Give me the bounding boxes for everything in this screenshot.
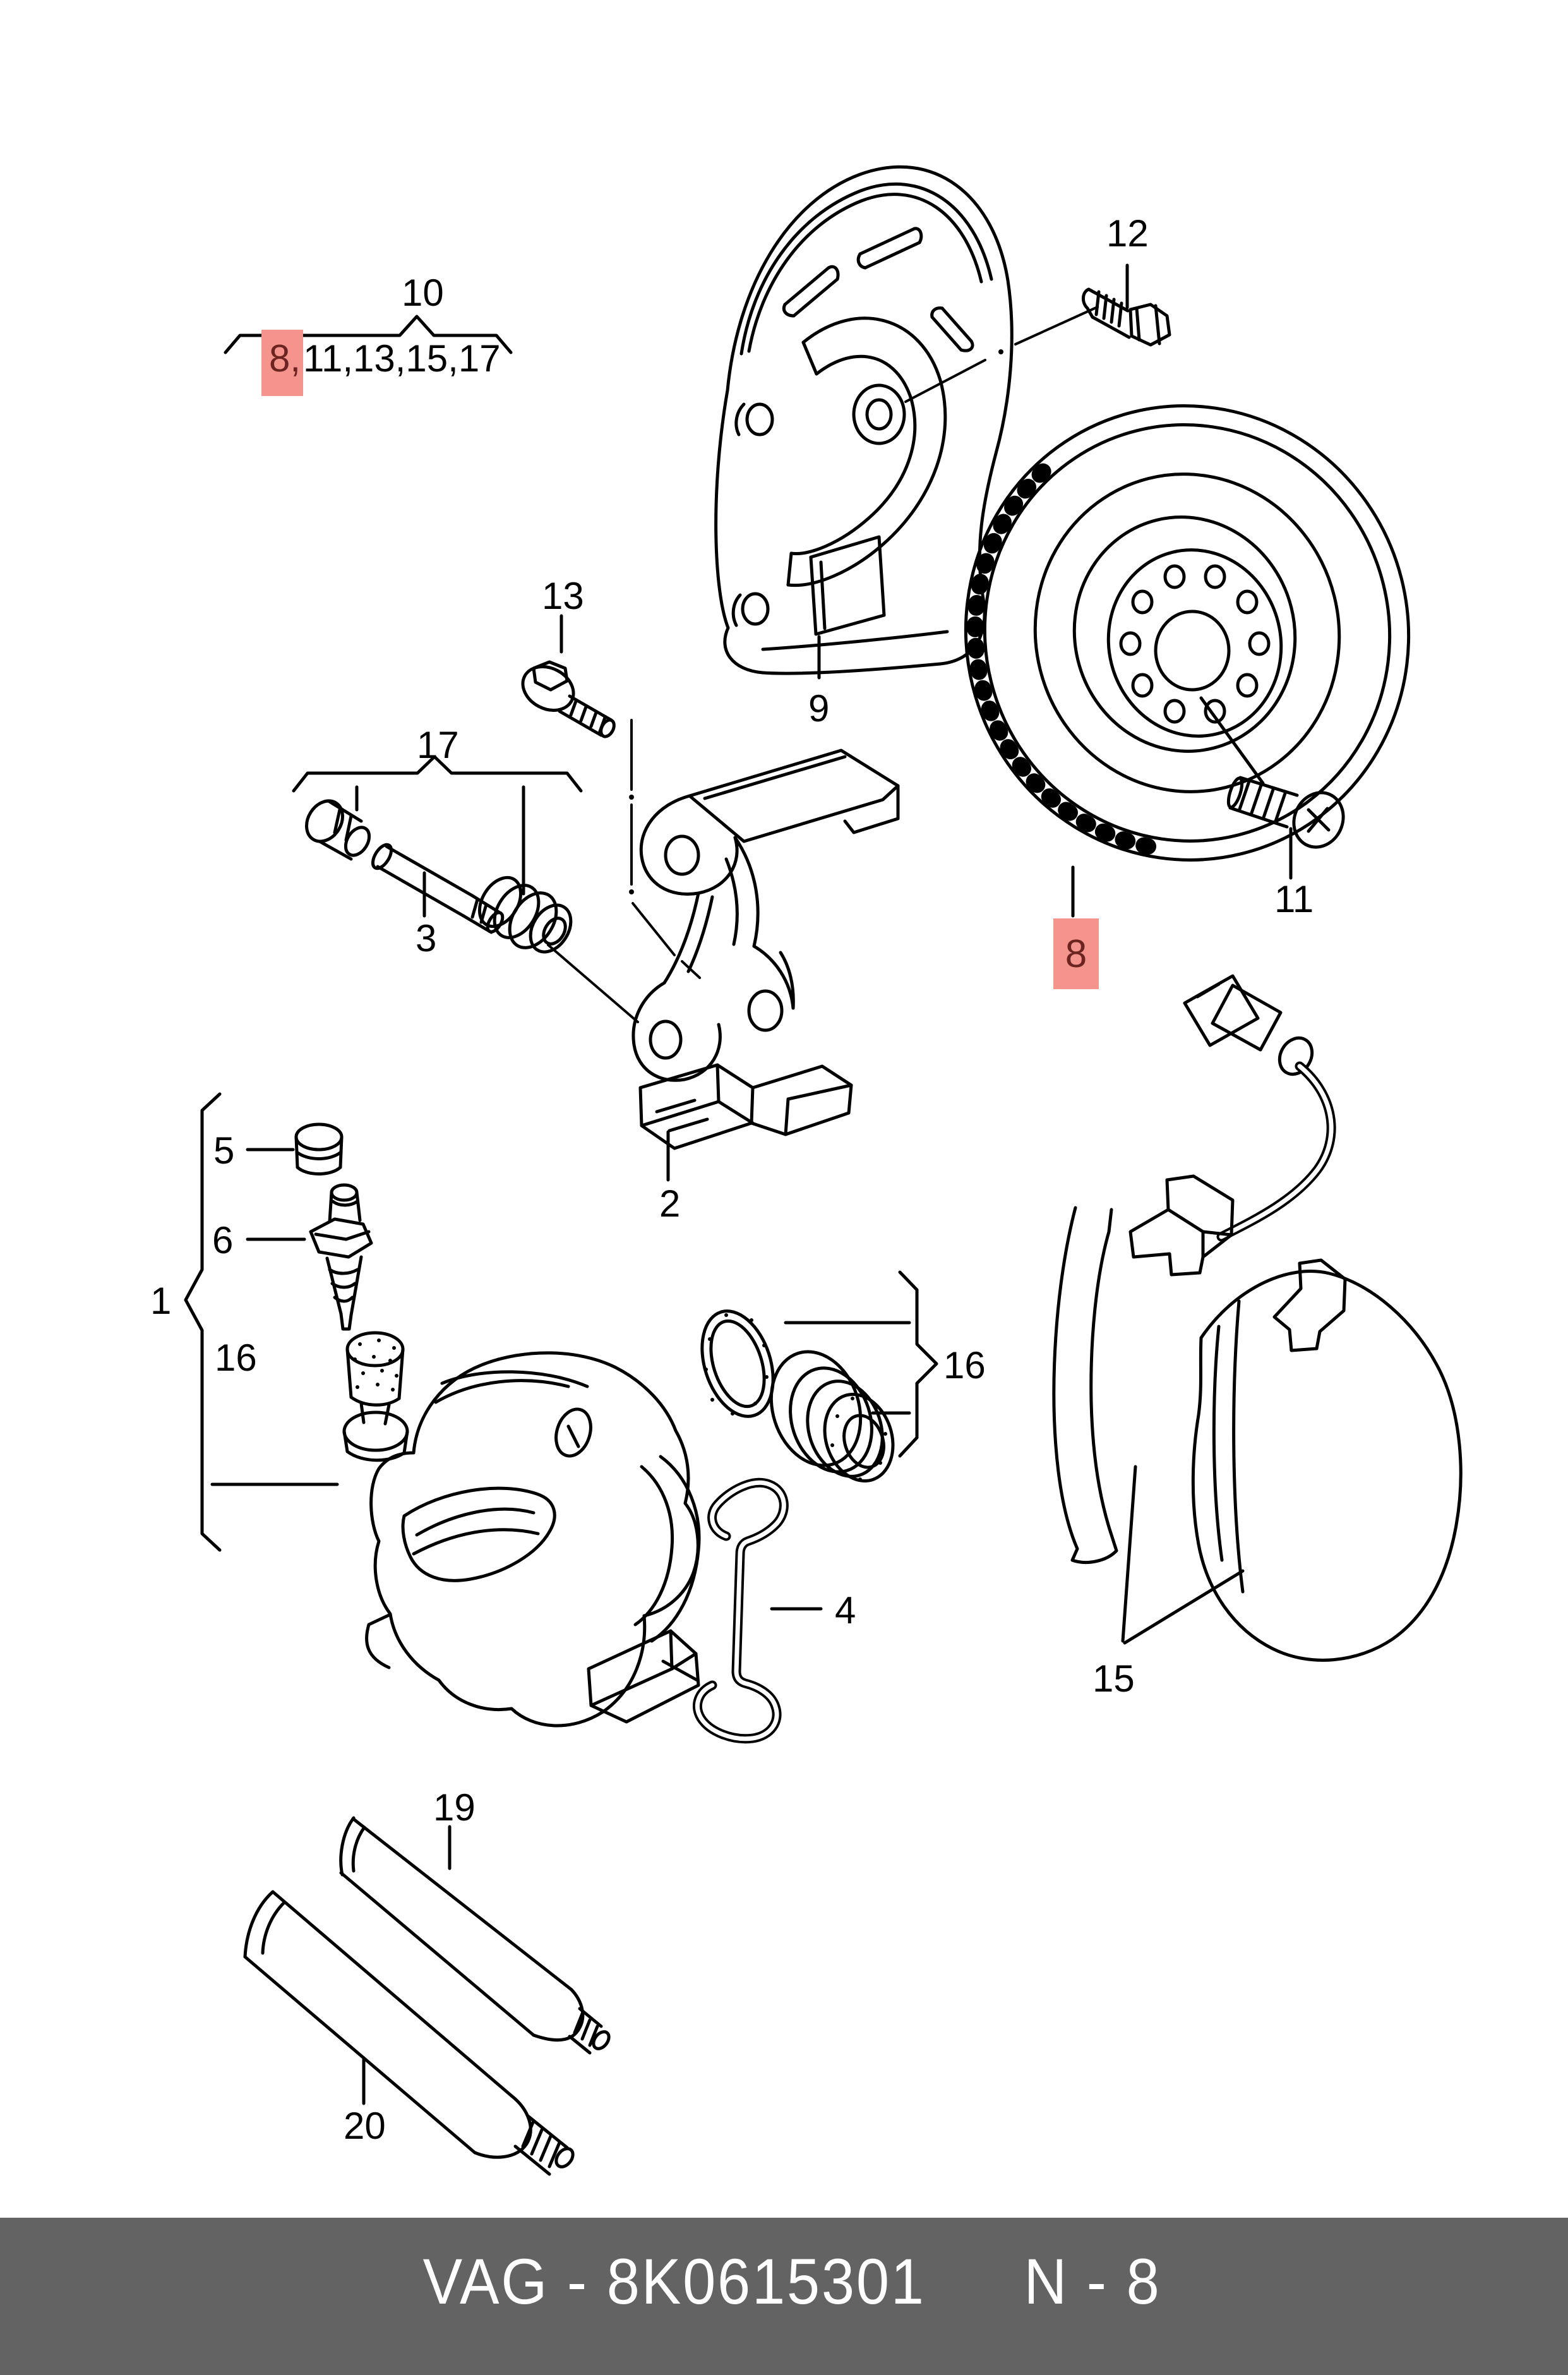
callout-5[interactable]: 5 xyxy=(213,1129,235,1172)
carrier-bolt-drawing xyxy=(521,614,701,979)
callout-group-number[interactable]: 10 xyxy=(402,272,444,314)
footer-bar: VAG - 8K0615301 N - 8 xyxy=(0,2218,1568,2375)
grease-tubes-drawing xyxy=(243,1816,611,2176)
callout-1[interactable]: 1 xyxy=(150,1280,172,1322)
callout-group-items[interactable]: 8,11,13,15,17 xyxy=(261,330,501,396)
callout-2[interactable]: 2 xyxy=(659,1182,681,1225)
footer-page-code: N - 8 xyxy=(1024,2246,1161,2318)
callout-9[interactable]: 9 xyxy=(808,687,830,730)
brake-pads-drawing xyxy=(1052,974,1463,1662)
callout-16-left[interactable]: 16 xyxy=(215,1337,257,1379)
callout-13[interactable]: 13 xyxy=(542,575,584,617)
shield-bolt-drawing xyxy=(904,263,1171,403)
callout-19[interactable]: 19 xyxy=(433,1786,476,1829)
brake-disc-drawing xyxy=(964,404,1411,918)
footer-catalog-code: VAG - 8K0615301 xyxy=(422,2246,926,2318)
guide-pin-set-drawing xyxy=(292,755,639,1023)
disc-screw-drawing xyxy=(1199,696,1345,880)
splash-shield-drawing xyxy=(714,165,1014,680)
callout-11[interactable]: 11 xyxy=(1274,878,1314,920)
callout-6[interactable]: 6 xyxy=(212,1219,234,1261)
seal-kit-drawing xyxy=(700,1270,938,1482)
callout-4[interactable]: 4 xyxy=(835,1589,856,1632)
callout-group-rest[interactable]: 11,13,15,17 xyxy=(303,337,501,380)
callout-15[interactable]: 15 xyxy=(1092,1657,1135,1700)
caliper-assembly-drawing xyxy=(184,1092,701,1728)
retaining-spring-drawing xyxy=(692,1477,823,1744)
callout-group-highlighted[interactable]: 8, xyxy=(261,330,304,396)
caliper-carrier-drawing xyxy=(631,749,900,1182)
callout-16-right[interactable]: 16 xyxy=(943,1344,986,1386)
callout-3[interactable]: 3 xyxy=(416,917,437,959)
callout-12[interactable]: 12 xyxy=(1106,212,1149,255)
group-brace xyxy=(224,315,513,354)
callout-8-highlighted[interactable]: 8 xyxy=(1053,918,1099,989)
callout-20[interactable]: 20 xyxy=(344,2105,386,2147)
callout-17[interactable]: 17 xyxy=(417,724,459,766)
